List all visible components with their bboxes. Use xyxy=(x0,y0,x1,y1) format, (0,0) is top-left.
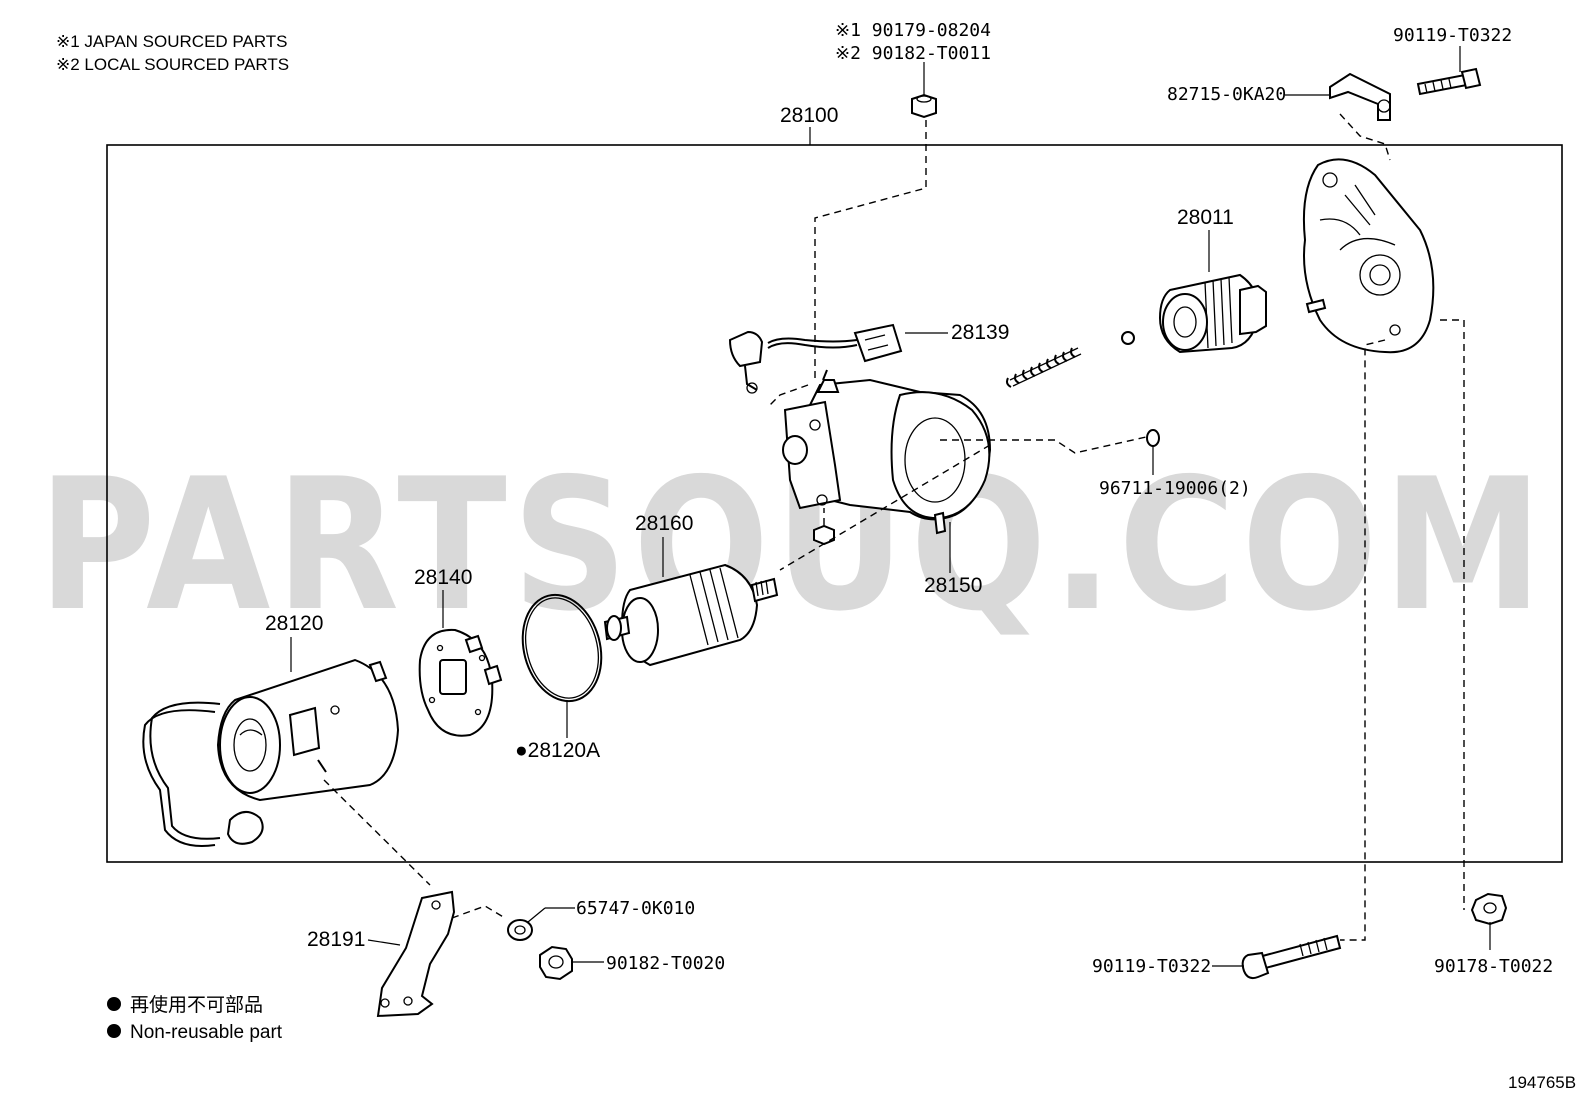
label-28011[interactable]: 28011 xyxy=(1177,206,1234,229)
label-90119-T0322-top[interactable]: 90119-T0322 xyxy=(1393,25,1512,46)
rear-housing-icon[interactable] xyxy=(1302,158,1435,354)
label-28139[interactable]: 28139 xyxy=(951,321,1009,344)
label-90178-T0022[interactable]: 90178-T0022 xyxy=(1434,956,1553,977)
label-65747-0K010[interactable]: 65747-0K010 xyxy=(576,898,695,919)
return-spring-icon[interactable] xyxy=(1006,347,1082,388)
label-90179-08204[interactable]: ※1 90179-08204 xyxy=(835,20,991,41)
bracket-bottom-icon[interactable] xyxy=(376,890,456,1018)
label-28120A[interactable]: ●28120A xyxy=(515,739,600,762)
nut-bottom-icon[interactable] xyxy=(539,945,573,981)
label-28140[interactable]: 28140 xyxy=(414,566,472,589)
gasket-ring-icon[interactable] xyxy=(511,586,612,710)
label-90182-T0011[interactable]: ※2 90182-T0011 xyxy=(835,43,991,64)
pinion-drive-icon[interactable] xyxy=(1158,273,1267,354)
legend-dot-jp xyxy=(107,997,121,1011)
label-96711-19006[interactable]: 96711-19006(2) xyxy=(1099,478,1251,499)
washer-icon[interactable] xyxy=(507,919,533,941)
legend-text-en: Non-reusable part xyxy=(130,1022,283,1043)
legend-dot-en xyxy=(107,1024,121,1038)
label-28120[interactable]: 28120 xyxy=(265,612,323,635)
nut-small-icon[interactable] xyxy=(813,524,835,546)
bolt-top-right-icon[interactable] xyxy=(1416,67,1482,96)
label-28150[interactable]: 28150 xyxy=(924,574,982,597)
diagram-id: 194765B xyxy=(1508,1073,1576,1092)
label-28100[interactable]: 28100 xyxy=(780,104,838,127)
wire-harness-icon[interactable] xyxy=(728,323,903,394)
assembly-frame xyxy=(106,144,1563,863)
armature-icon[interactable] xyxy=(603,563,779,667)
brush-holder-icon[interactable] xyxy=(418,628,503,737)
yoke-field-frame-icon[interactable] xyxy=(142,658,400,847)
stop-ring-icon[interactable] xyxy=(1121,331,1135,345)
label-28191[interactable]: 28191 xyxy=(307,928,365,951)
bolt-bottom-icon[interactable] xyxy=(1241,934,1342,980)
label-82715-0KA20[interactable]: 82715-0KA20 xyxy=(1167,84,1286,105)
bracket-top-right-icon[interactable] xyxy=(1329,72,1391,121)
note-local-sourced: ※2 LOCAL SOURCED PARTS xyxy=(56,55,289,74)
note-japan-sourced: ※1 JAPAN SOURCED PARTS xyxy=(56,32,288,51)
starter-housing-icon[interactable] xyxy=(782,369,992,535)
label-28160[interactable]: 28160 xyxy=(635,512,693,535)
nut-bottom-right-icon[interactable] xyxy=(1470,892,1508,926)
nut-top-icon[interactable] xyxy=(911,93,937,119)
legend-text-jp: 再使用不可部品 xyxy=(130,994,263,1016)
label-90182-T0020[interactable]: 90182-T0020 xyxy=(606,953,725,974)
label-90119-T0322-bottom[interactable]: 90119-T0322 xyxy=(1092,956,1211,977)
